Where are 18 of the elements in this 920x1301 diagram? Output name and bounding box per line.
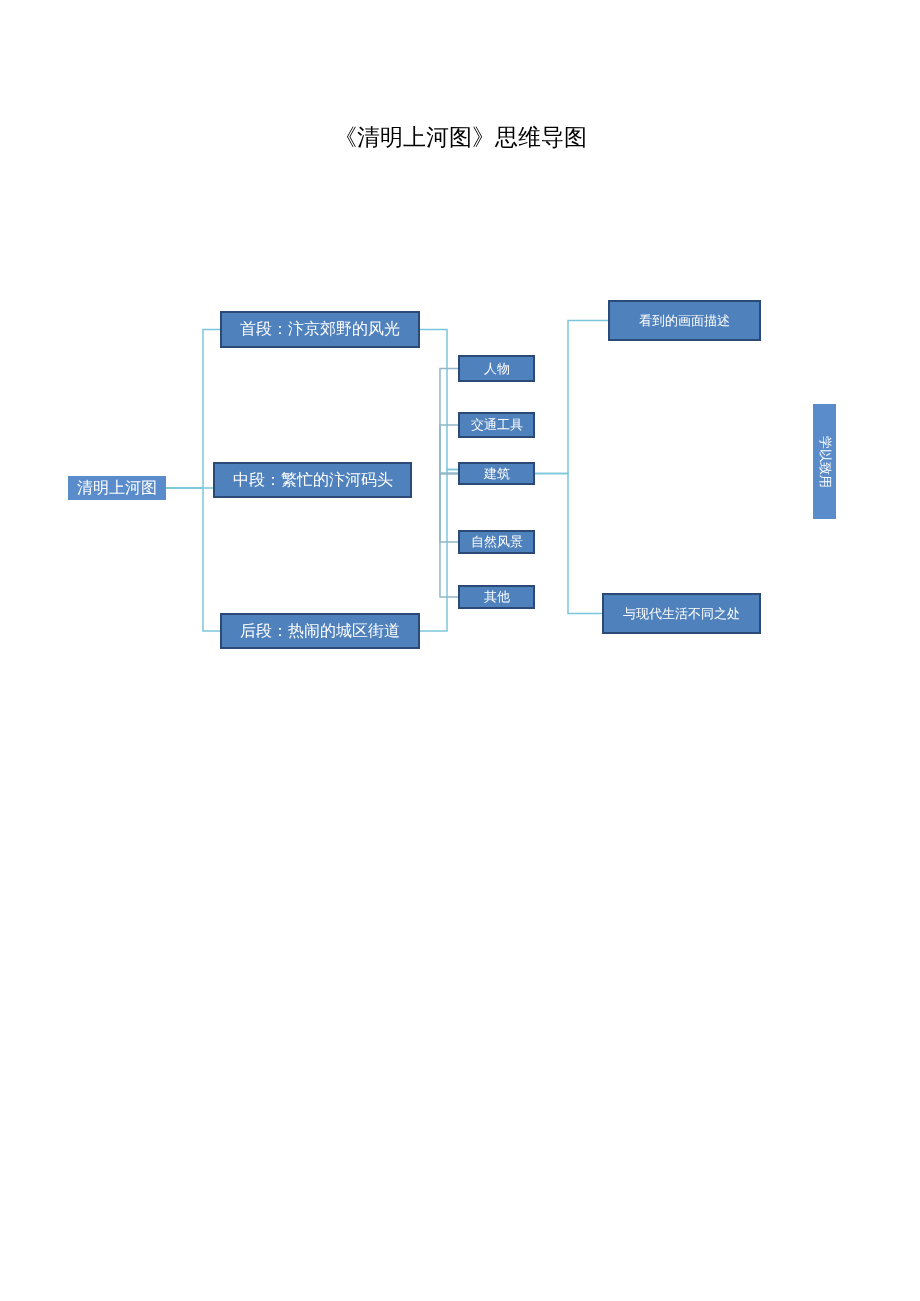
connector-line xyxy=(534,472,603,615)
topic-box: 中段：繁忙的汴河码头 xyxy=(213,462,412,498)
topic-box: 学以致用 xyxy=(813,404,836,519)
topic-box: 人物 xyxy=(458,355,535,382)
topic-box: 首段：汴京郊野的风光 xyxy=(220,311,420,348)
connector-line xyxy=(439,472,459,598)
title: 《清明上河图》思维导图 xyxy=(332,123,588,152)
connector-line xyxy=(165,487,221,632)
topic-box: 交通工具 xyxy=(458,412,535,438)
topic-box: 建筑 xyxy=(458,462,535,485)
topic-box: 自然风景 xyxy=(458,530,535,554)
topic-box: 其他 xyxy=(458,585,535,609)
topic-box: 看到的画面描述 xyxy=(608,300,761,341)
root-label: 清明上河图 xyxy=(68,476,166,500)
connector-line xyxy=(439,424,459,475)
connector-line xyxy=(419,468,459,632)
topic-box: 与现代生活不同之处 xyxy=(602,593,761,634)
topic-box: 后段：热闹的城区街道 xyxy=(220,613,420,649)
